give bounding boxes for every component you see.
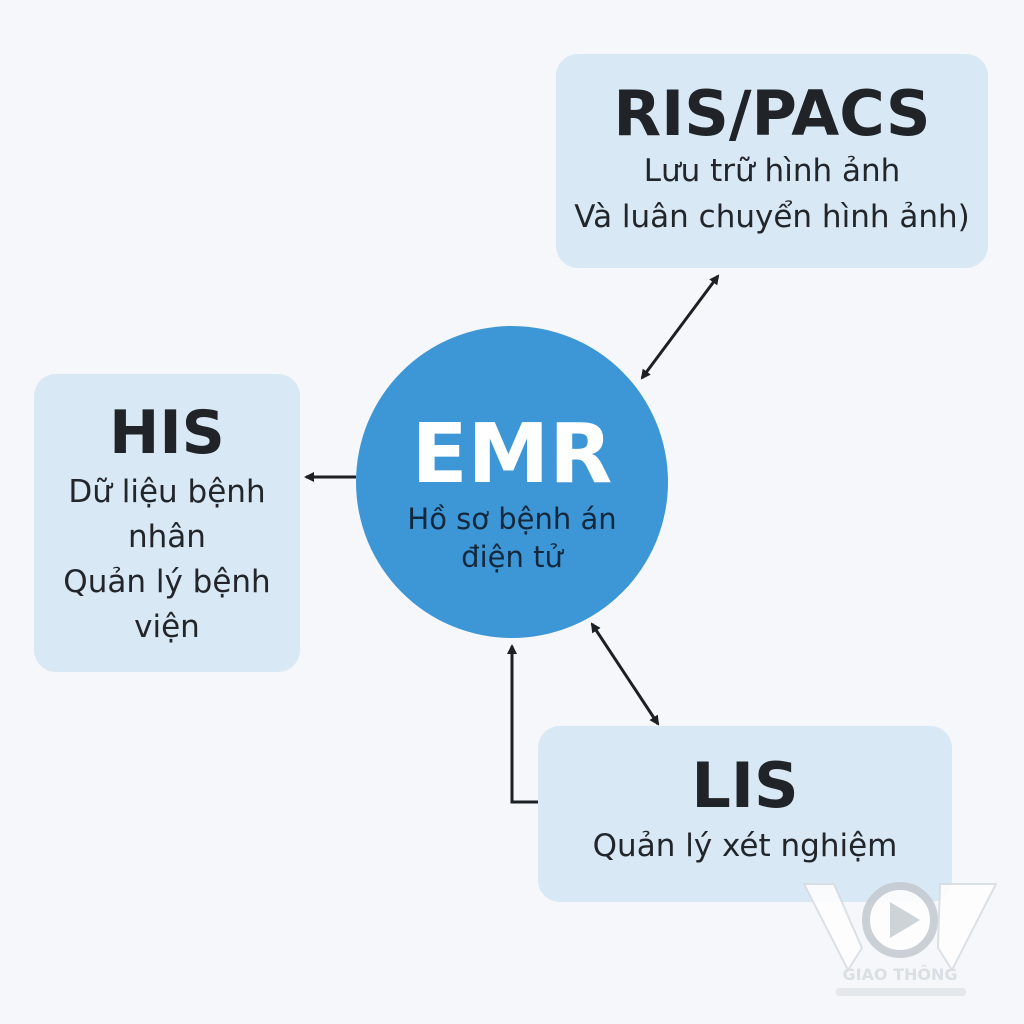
ris-pacs-title: RIS/PACS: [613, 77, 931, 150]
watermark-sub: GIAO THÔNG: [842, 965, 957, 984]
arrow-lis-emr: [507, 644, 538, 804]
ris-pacs-box: RIS/PACS Lưu trữ hình ảnh Và luân chuyển…: [556, 54, 988, 268]
his-line-4: viện: [134, 609, 200, 645]
emr-title: EMR: [411, 407, 613, 502]
ris-pacs-line-1: Lưu trữ hình ảnh: [643, 153, 901, 190]
logo-underline-shape: [836, 988, 966, 996]
emr-line-2: điện tử: [461, 540, 563, 574]
emr-circle: EMR Hồ sơ bệnh án điện tử: [356, 326, 668, 638]
his-box: HIS Dữ liệu bệnh nhân Quản lý bệnh viện: [34, 374, 300, 672]
arrow-emr-lis: [590, 622, 660, 726]
lis-line-1: Quản lý xét nghiệm: [592, 828, 898, 865]
play-icon: [890, 902, 920, 938]
ris-pacs-line-2: Và luân chuyển hình ảnh): [574, 199, 970, 236]
his-line-1: Dữ liệu bệnh: [68, 474, 266, 510]
lis-title: LIS: [691, 749, 799, 822]
his-line-2: nhân: [128, 519, 206, 555]
vov-logo: GIAO THÔNG: [800, 870, 1010, 1010]
his-title: HIS: [109, 398, 225, 468]
his-line-3: Quản lý bệnh: [63, 564, 271, 600]
logo-v-right-shape: [936, 883, 998, 973]
arrow-emr-ris: [640, 274, 720, 380]
emr-line-1: Hồ sơ bệnh án: [407, 502, 617, 536]
lis-box: LIS Quản lý xét nghiệm: [538, 726, 952, 902]
logo-v-left-shape: [802, 883, 864, 973]
